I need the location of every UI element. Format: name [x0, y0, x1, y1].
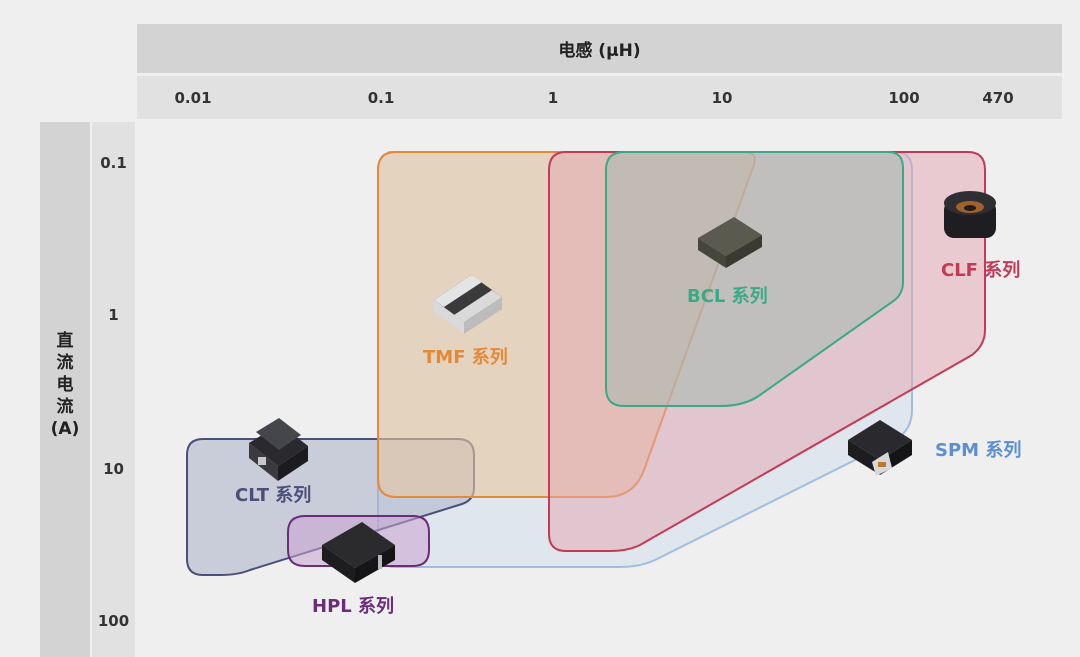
y-tick-100: 100: [97, 612, 130, 630]
tmf-series-label: TMF 系列: [423, 347, 508, 368]
y-tick-0.1: 0.1: [100, 154, 127, 172]
clt-series-label: CLT 系列: [235, 485, 312, 506]
hpl-component-icon: [322, 522, 395, 583]
bcl-region: [605, 151, 904, 407]
clf-component-icon: [944, 191, 996, 238]
x-axis-title: 电感 (μH): [137, 24, 1062, 73]
x-tick-1: 1: [547, 89, 559, 107]
x-tick-100: 100: [888, 89, 920, 107]
y-tick-1: 1: [108, 306, 119, 324]
x-tick-0.01: 0.01: [174, 89, 212, 107]
clf-series-label: CLF 系列: [941, 260, 1021, 281]
x-tick-470: 470: [982, 89, 1014, 107]
y-axis-tick-bar: [92, 122, 135, 657]
clt-component-icon: [249, 418, 308, 481]
y-tick-10: 10: [103, 460, 124, 478]
bcl-series-label: BCL 系列: [687, 286, 768, 307]
spm-series-label: SPM 系列: [935, 440, 1022, 461]
hpl-series-label: HPL 系列: [312, 596, 394, 617]
x-tick-10: 10: [711, 89, 733, 107]
y-axis-title-bar: [40, 122, 90, 657]
x-tick-0.1: 0.1: [367, 89, 395, 107]
y-axis-title: 直 流 电 流 (A): [50, 331, 80, 439]
tmf-component-icon: [434, 275, 502, 334]
x-axis-tick-bar: 0.01 0.1 1 10 100 470: [137, 76, 1062, 119]
bcl-component-icon: [698, 217, 762, 268]
spm-component-icon: [848, 420, 912, 476]
